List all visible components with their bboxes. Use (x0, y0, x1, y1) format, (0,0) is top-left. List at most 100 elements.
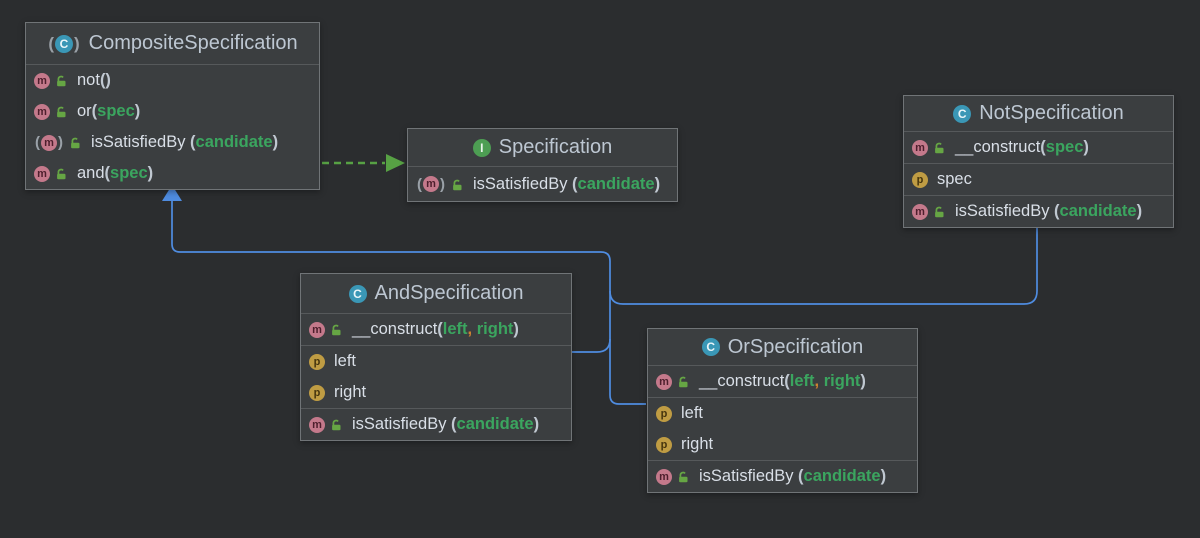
member-signature: left (681, 404, 703, 423)
method-icon: m (912, 203, 928, 220)
signature-part: candidate (803, 467, 881, 485)
public-lock-icon (677, 375, 690, 388)
public-lock-icon (55, 74, 68, 87)
signature-part: candidate (577, 174, 655, 193)
member-row[interactable]: m__construct(spec) (904, 132, 1173, 163)
method-glyph: m (41, 134, 57, 151)
member-signature: right (681, 435, 713, 454)
class-header[interactable]: (C)CompositeSpecification (26, 23, 319, 64)
method-glyph: m (34, 165, 50, 182)
signature-part: ) (147, 164, 154, 182)
class-glyph: C (55, 34, 73, 53)
interface-glyph: I (472, 138, 491, 157)
edge-inheritance-branch-notspecification (609, 224, 1038, 305)
property-icon: p (912, 171, 928, 188)
member-signature: right (334, 383, 366, 402)
member-signature: isSatisfiedBy (candidate) (91, 133, 278, 152)
abstract-method-icon: (m) (416, 176, 446, 192)
member-row[interactable]: m and(spec) (26, 158, 319, 189)
signature-part: ( (104, 164, 111, 182)
signature-part: right (823, 372, 861, 390)
signature-part: ( (1040, 138, 1046, 156)
signature-part: ) (654, 174, 661, 193)
member-signature: __construct(left, right) (352, 320, 519, 339)
signature-part: ) (860, 372, 866, 390)
edge-inheritance-trunk-to-compositespecification-arrowhead (162, 185, 182, 201)
paren-glyph: ) (440, 175, 445, 193)
signature-part: ) (1083, 138, 1089, 156)
member-signature: isSatisfiedBy (candidate) (699, 467, 886, 486)
signature-part: ( (1054, 202, 1060, 220)
class-glyph: C (701, 338, 720, 356)
method-glyph: m (656, 373, 672, 390)
member-signature: isSatisfiedBy (candidate) (352, 415, 539, 434)
signature-part: __construct (699, 372, 785, 390)
signature-part: right (681, 435, 714, 453)
class-title: NotSpecification (979, 102, 1124, 124)
member-row[interactable]: m not() (26, 65, 319, 96)
public-lock-icon (55, 167, 68, 180)
signature-part: isSatisfiedBy (352, 415, 452, 433)
class-title: OrSpecification (727, 335, 864, 358)
member-signature: and(spec) (77, 164, 153, 183)
signature-part: right (334, 383, 367, 401)
signature-part: left (442, 320, 468, 338)
property-glyph: p (656, 405, 672, 422)
method-icon: m (309, 321, 325, 338)
method-glyph: m (423, 176, 439, 192)
class-title: AndSpecification (374, 282, 524, 304)
class-icon: C (701, 338, 720, 356)
member-row[interactable]: (m)isSatisfiedBy (candidate) (408, 167, 677, 201)
property-icon: p (656, 436, 672, 453)
signature-part: isSatisfiedBy (91, 133, 191, 151)
public-lock-icon (55, 105, 68, 118)
class-node-orspecification[interactable]: C OrSpecification m __construct(left, right… (647, 328, 918, 493)
member-signature: __construct(left, right) (699, 372, 866, 391)
public-lock-icon (330, 323, 343, 336)
signature-part: left (334, 352, 357, 370)
signature-part: ( (190, 133, 196, 151)
member-section: m__construct(spec) (904, 131, 1173, 163)
class-header[interactable]: C OrSpecification (648, 329, 917, 365)
signature-part: ( (784, 372, 790, 390)
method-icon: m (656, 373, 672, 390)
member-row[interactable]: m __construct(left, right) (301, 314, 571, 345)
class-glyph: C (953, 104, 972, 123)
class-title: CompositeSpecification (88, 32, 298, 54)
signature-part: () (99, 71, 111, 89)
member-row[interactable]: m __construct(left, right) (648, 366, 917, 397)
class-icon: C (953, 104, 972, 123)
method-icon: m (34, 103, 50, 120)
signature-part: ) (134, 102, 141, 120)
signature-part: __construct (955, 138, 1041, 156)
signature-part: left (789, 372, 815, 390)
method-glyph: m (34, 72, 50, 89)
interface-icon: I (472, 138, 491, 157)
class-header[interactable]: C NotSpecification (904, 96, 1173, 131)
member-signature: not() (77, 71, 111, 90)
signature-part: ) (1136, 202, 1143, 220)
edge-realization-compositespecification-to-specification-arrowhead (386, 154, 405, 172)
member-row[interactable]: (m)isSatisfiedBy (candidate) (26, 127, 319, 158)
paren-glyph: ) (74, 34, 80, 53)
signature-part: or (77, 102, 92, 120)
